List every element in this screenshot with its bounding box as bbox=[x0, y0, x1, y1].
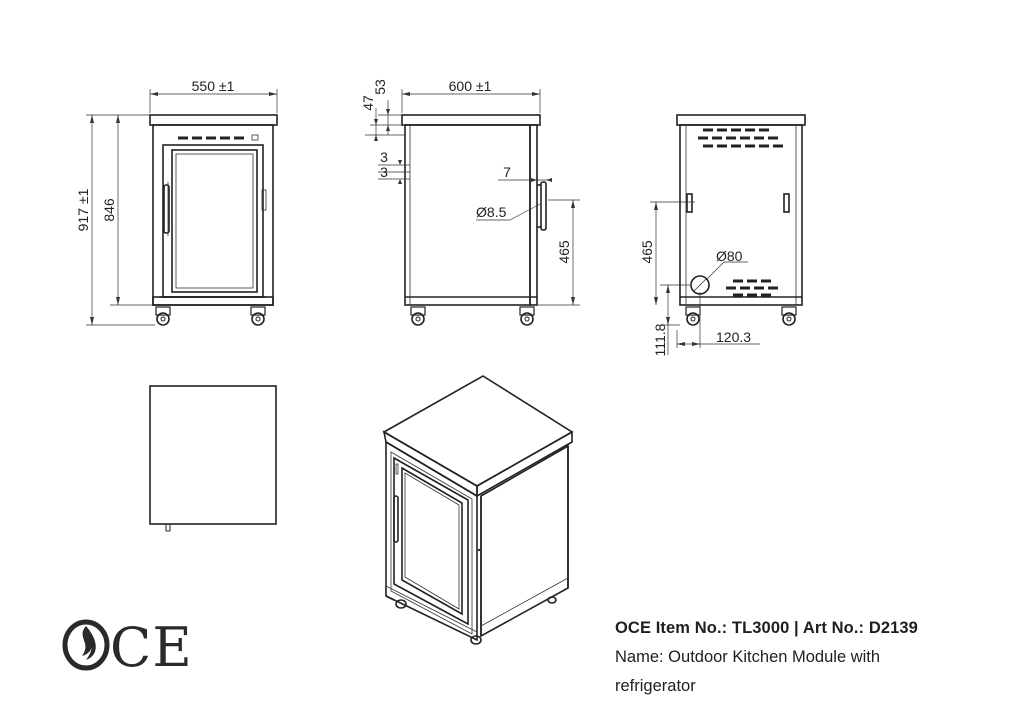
front-total-height-label: 917 ±1 bbox=[75, 188, 91, 231]
side-view: 600 ±1 53 47 3 3 7 Ø8.5 465 bbox=[360, 78, 580, 326]
front-cabinet-body bbox=[152, 124, 274, 306]
side-countertop bbox=[401, 114, 541, 126]
back-caster-left bbox=[685, 306, 701, 326]
back-caster-right bbox=[781, 306, 797, 326]
side-handle-height-label: 465 bbox=[556, 240, 572, 264]
item-number: OCE Item No.: TL3000 | Art No.: D2139 bbox=[615, 619, 918, 637]
back-countertop bbox=[676, 114, 806, 126]
back-view: 465 Ø80 111.8 120.3 bbox=[639, 114, 806, 356]
front-caster-right bbox=[250, 306, 266, 326]
side-dim-3a: 3 bbox=[380, 149, 388, 165]
front-width-label: 550 ±1 bbox=[192, 78, 235, 94]
back-height-label: 465 bbox=[639, 240, 655, 264]
svg-text:CE: CE bbox=[110, 616, 193, 674]
side-cabinet-body bbox=[404, 124, 531, 306]
product-name-line2: refrigerator bbox=[615, 677, 696, 695]
top-view-outline bbox=[149, 385, 277, 525]
back-bottom-vents bbox=[726, 279, 778, 297]
front-handle bbox=[163, 184, 170, 234]
front-countertop bbox=[149, 114, 278, 126]
iso-side-face bbox=[480, 444, 569, 638]
side-dim-47: 47 bbox=[360, 95, 376, 111]
side-dim-3b: 3 bbox=[380, 164, 388, 180]
iso-glass bbox=[401, 466, 463, 616]
iso-countertop-top bbox=[382, 375, 574, 487]
back-bracket-left bbox=[686, 193, 693, 213]
side-depth-label: 600 ±1 bbox=[449, 78, 492, 94]
side-handle bbox=[540, 181, 547, 231]
front-door bbox=[162, 144, 264, 298]
side-hole-label: Ø8.5 bbox=[476, 204, 507, 220]
isometric-view bbox=[382, 375, 574, 645]
oce-logo: CE bbox=[62, 616, 193, 674]
back-floor-gap-label: 111.8 bbox=[652, 323, 668, 356]
product-name-line1: Name: Outdoor Kitchen Module with bbox=[615, 648, 881, 666]
side-dim-7: 7 bbox=[503, 164, 511, 180]
side-caster-right bbox=[519, 306, 535, 326]
iso-handle bbox=[393, 495, 399, 543]
top-view bbox=[149, 385, 277, 532]
side-dim-53: 53 bbox=[372, 79, 388, 95]
front-caster-left bbox=[155, 306, 171, 326]
front-body-height-label: 846 bbox=[101, 198, 117, 222]
flame-icon bbox=[62, 619, 110, 671]
back-bracket-right bbox=[783, 193, 790, 213]
product-info: OCE Item No.: TL3000 | Art No.: D2139 Na… bbox=[615, 614, 1015, 701]
front-view: 550 ±1 917 ±1 846 bbox=[75, 78, 278, 326]
back-hole-label: Ø80 bbox=[716, 248, 743, 264]
side-caster-left bbox=[410, 306, 426, 326]
back-cabinet-body bbox=[679, 124, 803, 306]
front-glass-panel bbox=[171, 149, 258, 293]
back-offset-label: 120.3 bbox=[716, 329, 751, 345]
iso-front-face bbox=[385, 440, 478, 642]
back-top-vents bbox=[698, 128, 783, 148]
